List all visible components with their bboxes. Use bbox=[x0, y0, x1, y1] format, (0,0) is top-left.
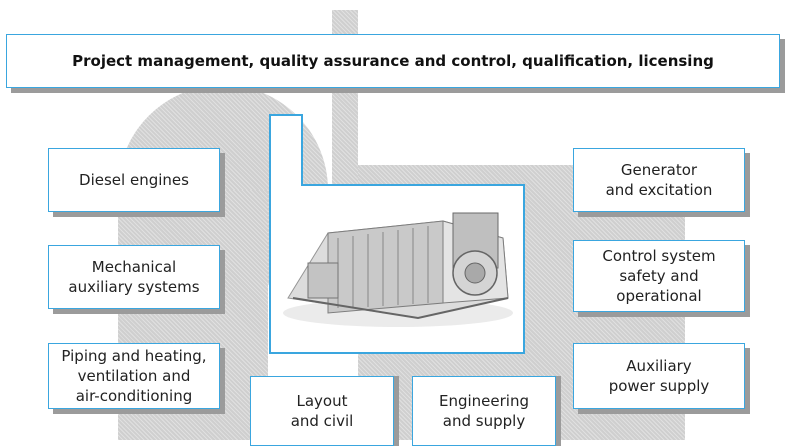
page-title: Project management, quality assurance an… bbox=[72, 52, 714, 70]
engineering-supply-box: Engineering and supply bbox=[412, 376, 556, 446]
control-system-label: Control system safety and operational bbox=[602, 247, 716, 305]
generator-illustration bbox=[269, 114, 526, 355]
mechanical-auxiliary-systems-label: Mechanical auxiliary systems bbox=[68, 258, 200, 296]
generator-excitation-label: Generator and excitation bbox=[605, 161, 713, 199]
diesel-generator-icon bbox=[283, 212, 513, 327]
diesel-engines-label: Diesel engines bbox=[79, 171, 189, 189]
diesel-engines-box: Diesel engines bbox=[48, 148, 220, 212]
piping-hvac-label: Piping and heating, ventilation and air-… bbox=[61, 347, 207, 405]
layout-civil-label: Layout and civil bbox=[290, 392, 354, 430]
piping-hvac-box: Piping and heating, ventilation and air-… bbox=[48, 343, 220, 409]
auxiliary-power-supply-label: Auxiliary power supply bbox=[608, 357, 710, 395]
layout-civil-box: Layout and civil bbox=[250, 376, 394, 446]
center-generator-frame bbox=[268, 113, 526, 355]
auxiliary-power-supply-box: Auxiliary power supply bbox=[573, 343, 745, 409]
generator-excitation-box: Generator and excitation bbox=[573, 148, 745, 212]
project-management-box: Project management, quality assurance an… bbox=[6, 34, 780, 88]
background-pillar bbox=[332, 88, 358, 188]
control-system-box: Control system safety and operational bbox=[573, 240, 745, 312]
engineering-supply-label: Engineering and supply bbox=[439, 392, 529, 430]
mechanical-auxiliary-systems-box: Mechanical auxiliary systems bbox=[48, 245, 220, 309]
